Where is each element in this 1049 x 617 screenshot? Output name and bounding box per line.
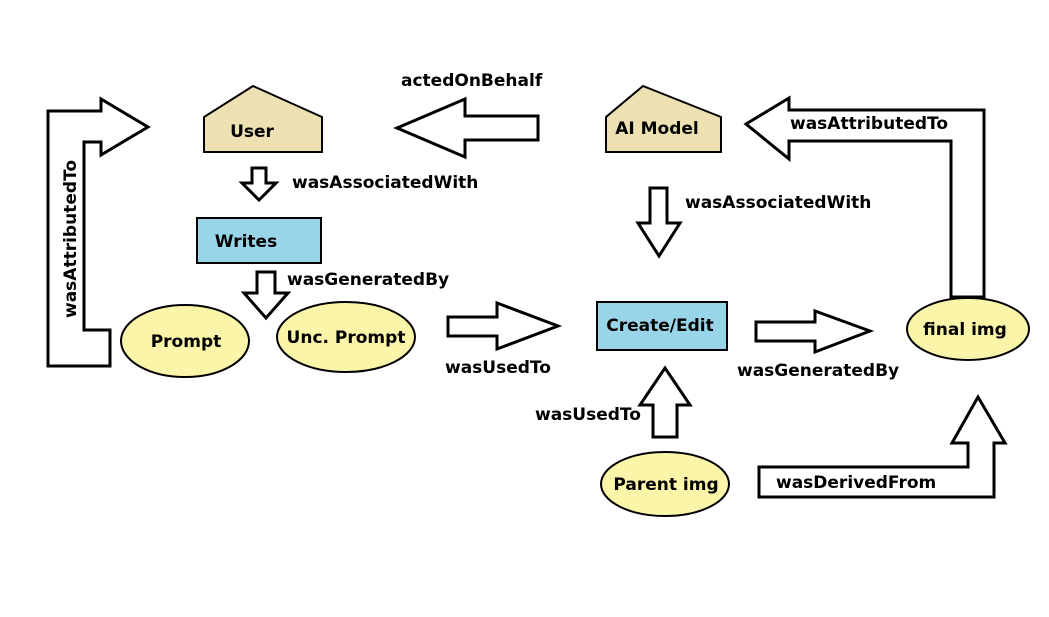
final-img-node: final img [906,297,1030,361]
was-attributed-to-left-arrow [46,96,151,368]
was-attributed-to-right-arrow [743,95,986,299]
was-used-to-prompt-arrow [446,300,563,352]
was-associated-with-user-label: wasAssociatedWith [292,173,478,193]
was-generated-by-writes-label: wasGeneratedBy [287,270,449,290]
acted-on-behalf-label: actedOnBehalf [401,71,543,91]
was-derived-from-label: wasDerivedFrom [776,473,936,493]
was-used-to-parent-arrow [637,365,693,439]
unc-prompt-label: Unc. Prompt [287,328,406,348]
was-attributed-to-right-label: wasAttributedTo [790,114,948,134]
user-node: User [203,84,323,153]
was-generated-by-final-label: wasGeneratedBy [737,361,899,381]
was-associated-with-user-arrow [238,166,280,203]
writes-node: Writes [196,217,322,264]
user-label: User [230,122,274,142]
was-used-to-prompt-label: wasUsedTo [445,358,551,378]
create-edit-label: Create/Edit [606,316,713,336]
prompt-label: Prompt [151,332,222,352]
was-generated-by-final-arrow [754,308,875,355]
writes-label: Writes [215,232,277,252]
parent-img-node: Parent img [600,451,730,517]
prompt-node: Prompt [120,304,250,378]
ai-model-label: AI Model [615,119,699,139]
final-img-label: final img [923,320,1007,340]
was-used-to-parent-label: wasUsedTo [535,405,641,425]
create-edit-node: Create/Edit [596,301,728,351]
unc-prompt-node: Unc. Prompt [276,301,416,373]
acted-on-behalf-arrow [393,96,540,160]
was-attributed-to-left-label: wasAttributedTo [61,160,81,318]
ai-model-node: AI Model [605,84,722,153]
was-associated-with-model-arrow [635,186,683,259]
parent-img-label: Parent img [613,475,718,495]
was-derived-from-arrow [757,393,1008,499]
was-associated-with-model-label: wasAssociatedWith [685,193,871,213]
was-generated-by-writes-arrow [240,270,292,321]
